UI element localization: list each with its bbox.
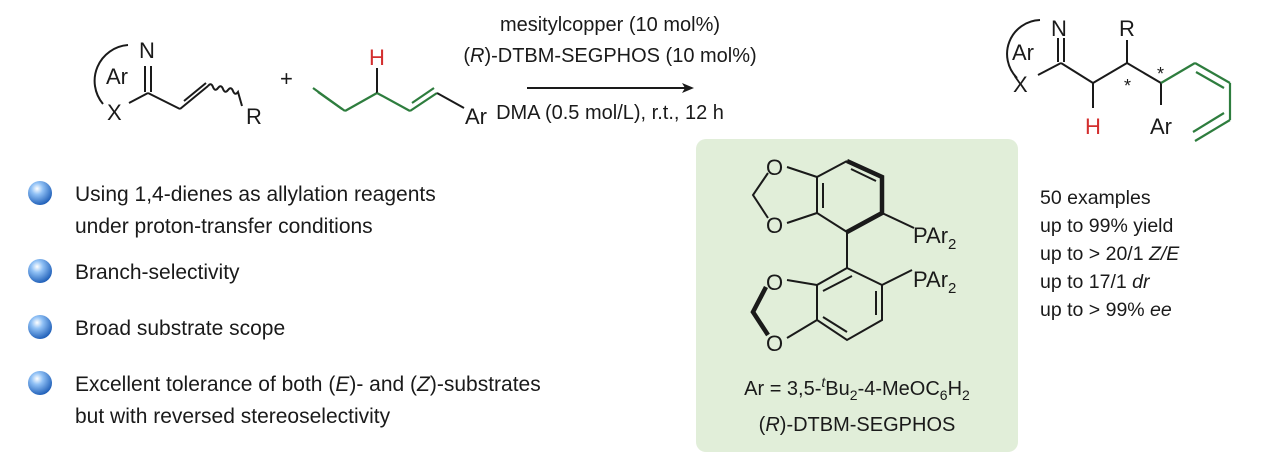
bullet-sphere-icon (28, 181, 52, 205)
result-ze: up to > 20/1 Z/E (1040, 243, 1180, 265)
atom-h-transfer: H (369, 45, 385, 70)
atom-o: O (766, 331, 783, 356)
atom-n: N (139, 38, 155, 63)
reactant-unsaturated-imine: N Ar X R (93, 38, 262, 129)
stereocenter-star: * (1157, 64, 1164, 84)
result-dr: up to 17/1 dr (1040, 271, 1151, 293)
atom-x: X (107, 100, 122, 125)
feature-list: Using 1,4-dienes as allylation reagents … (28, 181, 541, 428)
stereocenter-star: * (1124, 76, 1131, 96)
group-r: R (1119, 16, 1135, 41)
feature-1-line-1: Using 1,4-dienes as allylation reagents (75, 183, 436, 206)
result-yield: up to 99% yield (1040, 215, 1173, 237)
reactant-1-4-diene: H Ar (312, 45, 487, 129)
atom-ar: Ar (106, 64, 128, 89)
atom-ar: Ar (465, 104, 487, 129)
feature-1-line-2: under proton-transfer conditions (75, 215, 373, 238)
results-summary: 50 examples up to 99% yield up to > 20/1… (1040, 187, 1180, 321)
bullet-sphere-icon (28, 315, 52, 339)
ligand-structure: O O O O PAr2 PAr2 (750, 155, 956, 356)
bullet-sphere-icon (28, 371, 52, 395)
feature-3: Broad substrate scope (75, 317, 285, 340)
condition-ligand: (R)-DTBM-SEGPHOS (10 mol%) (463, 45, 756, 67)
atom-o: O (766, 155, 783, 180)
condition-catalyst: mesitylcopper (10 mol%) (500, 14, 720, 36)
ligand-box (696, 139, 1018, 452)
feature-4-line-1: Excellent tolerance of both (E)- and (Z)… (75, 373, 541, 396)
wavy-bond-icon (207, 83, 243, 107)
ligand-ar-definition: Ar = 3,5-tBu2-4-MeOC6H2 (744, 374, 970, 403)
group-r: R (246, 104, 262, 129)
product: N Ar X R H Ar * * (1006, 16, 1232, 142)
feature-2: Branch-selectivity (75, 261, 240, 284)
atom-x: X (1013, 72, 1028, 97)
atom-n: N (1051, 16, 1067, 41)
result-ee: up to > 99% ee (1040, 299, 1172, 321)
atom-o: O (766, 213, 783, 238)
condition-solvent: DMA (0.5 mol/L), r.t., 12 h (496, 102, 724, 124)
result-examples: 50 examples (1040, 187, 1151, 209)
atom-ar: Ar (1012, 40, 1034, 65)
phosphine-lower: PAr2 (913, 267, 956, 297)
atom-o: O (766, 270, 783, 295)
ligand-name: (R)-DTBM-SEGPHOS (759, 414, 956, 436)
feature-4-line-2: but with reversed stereoselectivity (75, 405, 391, 428)
phosphine-upper: PAr2 (913, 223, 956, 253)
reaction-arrow (527, 83, 694, 93)
bullet-sphere-icon (28, 259, 52, 283)
atom-ar-2: Ar (1150, 114, 1172, 139)
atom-h-transferred: H (1085, 114, 1101, 139)
arrow-head-icon (682, 83, 694, 93)
plus-sign: + (280, 66, 293, 91)
